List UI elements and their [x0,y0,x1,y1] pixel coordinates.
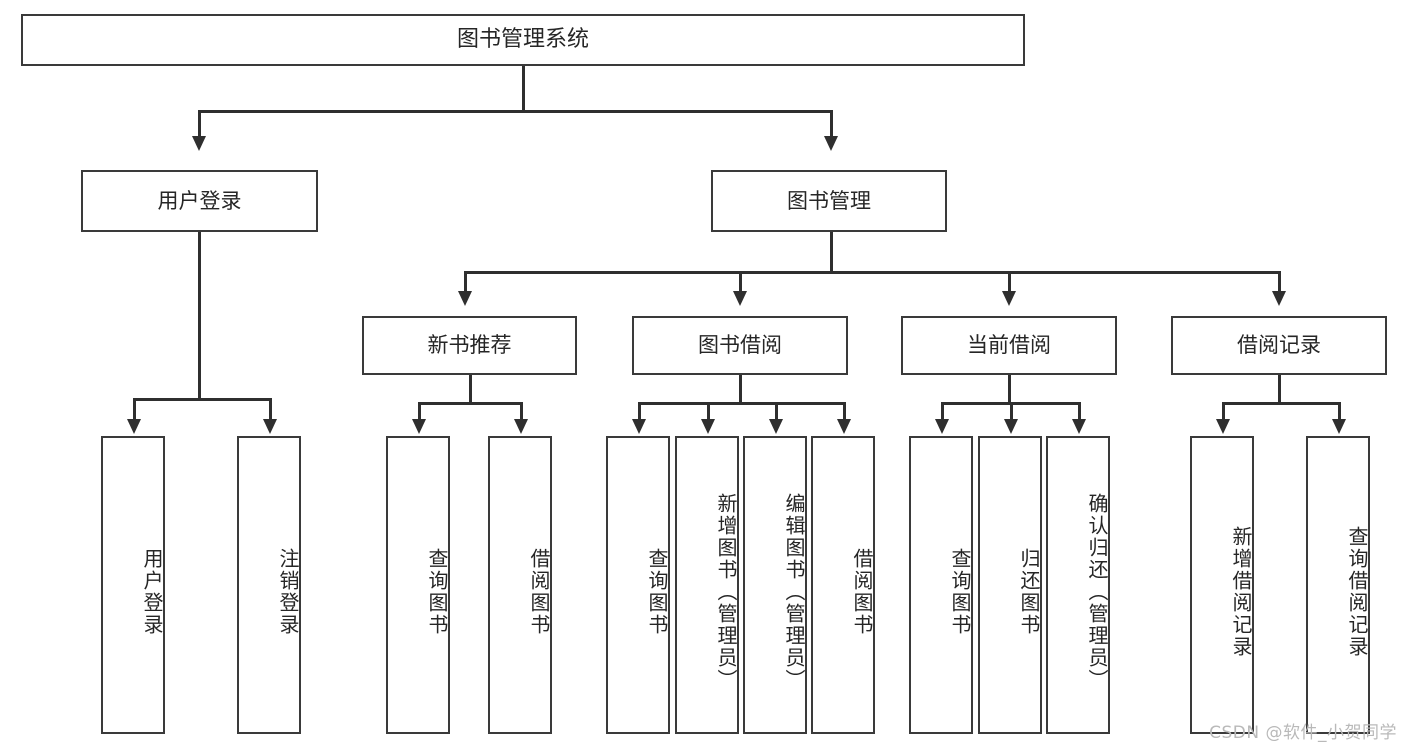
connector-record-bus [1222,402,1338,405]
connector-bookmgmt-c2 [739,271,742,293]
arrow-bookmgmt-c4 [1272,291,1286,306]
connector-record-l1 [1222,402,1225,422]
connector-borrow-l1 [638,402,641,422]
leaf-user-login-login[interactable]: 用户登录 [101,436,165,734]
node-user-login[interactable]: 用户登录 [81,170,318,232]
node-root-system[interactable]: 图书管理系统 [21,14,1025,66]
leaf-record-add-record[interactable]: 新增借阅记录 [1190,436,1254,734]
connector-userlogin-leaf2 [269,398,272,422]
leaf-current-query-book[interactable]: 查询图书 [909,436,973,734]
leaf-borrow-borrow-book[interactable]: 借阅图书 [811,436,875,734]
leaf-borrow-query-book[interactable]: 查询图书 [606,436,670,734]
connector-current-stem [1008,375,1011,404]
connector-userlogin-stem [198,232,201,400]
leaf-borrow-edit-book-admin[interactable]: 编辑图书（管理员） [743,436,807,734]
leaf-current-confirm-return-admin[interactable]: 确认归还（管理员） [1046,436,1110,734]
node-new-book-recommend[interactable]: 新书推荐 [362,316,577,375]
connector-bookmgmt-stem [830,232,833,273]
connector-userlogin-bus [133,398,271,401]
leaf-label: 查询图书 [425,548,449,636]
leaf-label: 查询图书 [948,548,972,636]
arrow-root-to-bookmgmt [824,136,838,151]
leaf-label: 借阅图书 [850,548,874,636]
connector-root-stem [522,66,525,111]
arrow-userlogin-leaf2 [263,419,277,434]
arrow-borrow-l3 [769,419,783,434]
connector-current-l2 [1010,402,1013,422]
connector-borrow-stem [739,375,742,404]
connector-record-stem [1278,375,1281,404]
connector-userlogin-leaf1 [133,398,136,422]
leaf-recommend-query-book[interactable]: 查询图书 [386,436,450,734]
arrow-borrow-l1 [632,419,646,434]
arrow-recommend-l1 [412,419,426,434]
arrow-userlogin-leaf1 [127,419,141,434]
leaf-label: 确认归还（管理员） [1085,493,1109,691]
arrow-bookmgmt-c2 [733,291,747,306]
leaf-label: 查询图书 [645,548,669,636]
leaf-label: 查询借阅记录 [1345,526,1369,658]
leaf-current-return-book[interactable]: 归还图书 [978,436,1042,734]
node-book-borrow[interactable]: 图书借阅 [632,316,848,375]
arrow-record-l1 [1216,419,1230,434]
connector-borrow-bus [638,402,845,405]
leaf-borrow-add-book-admin[interactable]: 新增图书（管理员） [675,436,739,734]
arrow-recommend-l2 [514,419,528,434]
leaf-recommend-borrow-book[interactable]: 借阅图书 [488,436,552,734]
connector-root-to-bookmgmt [830,110,833,140]
connector-recommend-bus [418,402,522,405]
leaf-label: 归还图书 [1017,548,1041,636]
leaf-label: 用户登录 [140,548,164,636]
connector-borrow-l4 [843,402,846,422]
connector-borrow-l3 [775,402,778,422]
node-book-management[interactable]: 图书管理 [711,170,947,232]
leaf-label: 借阅图书 [527,548,551,636]
leaf-record-query-record[interactable]: 查询借阅记录 [1306,436,1370,734]
connector-current-l1 [941,402,944,422]
leaf-label: 新增借阅记录 [1229,526,1253,658]
arrow-current-l1 [935,419,949,434]
arrow-current-l2 [1004,419,1018,434]
arrow-borrow-l2 [701,419,715,434]
arrow-record-l2 [1332,419,1346,434]
connector-bookmgmt-c3 [1008,271,1011,293]
node-current-borrow[interactable]: 当前借阅 [901,316,1117,375]
connector-recommend-stem [469,375,472,404]
leaf-label: 注销登录 [276,548,300,636]
leaf-label: 新增图书（管理员） [714,493,738,691]
arrow-bookmgmt-c1 [458,291,472,306]
connector-recommend-l2 [520,402,523,422]
leaf-user-login-logout[interactable]: 注销登录 [237,436,301,734]
connector-root-bus [198,110,832,113]
arrow-bookmgmt-c3 [1002,291,1016,306]
arrow-borrow-l4 [837,419,851,434]
connector-recommend-l1 [418,402,421,422]
watermark-text: CSDN @软件_小贺同学 [1209,723,1397,743]
arrow-root-to-userlogin [192,136,206,151]
arrow-current-l3 [1072,419,1086,434]
node-borrow-record[interactable]: 借阅记录 [1171,316,1387,375]
connector-bookmgmt-c4 [1278,271,1281,293]
connector-borrow-l2 [707,402,710,422]
leaf-label: 编辑图书（管理员） [782,493,806,691]
connector-root-to-userlogin [198,110,201,140]
connector-record-l2 [1338,402,1341,422]
connector-bookmgmt-bus [464,271,1279,274]
connector-current-l3 [1078,402,1081,422]
connector-bookmgmt-c1 [464,271,467,293]
